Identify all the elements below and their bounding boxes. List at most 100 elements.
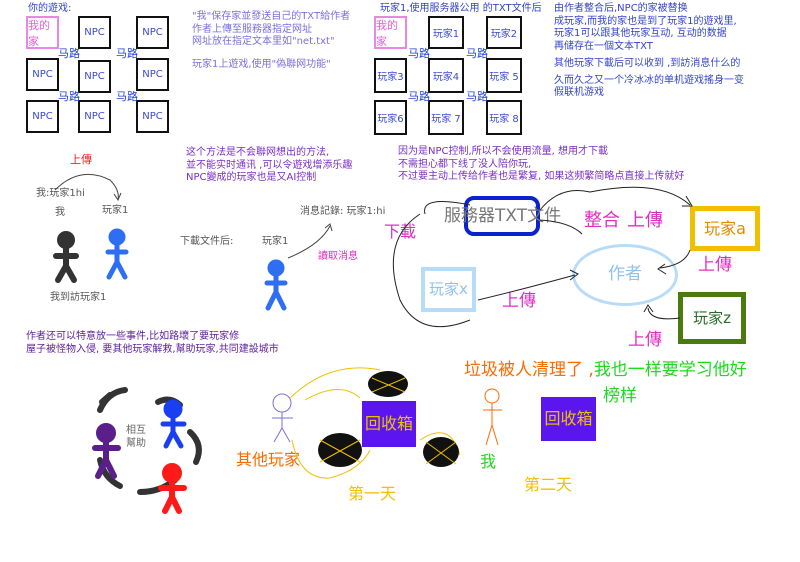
server-file-box: [464, 196, 540, 236]
note-offline-method: 这个方法是不会聯网想出的方法, 並不能实时通讯 ,可以令遊戏增添乐趣 NPC變成…: [186, 147, 352, 185]
note-line: 由作者整合后,NPC的家被替换: [554, 3, 688, 14]
read-message-label: 讀取消息: [318, 251, 358, 262]
home-box: 我的家: [26, 16, 59, 49]
me-stick-figure: [483, 388, 502, 446]
download-label: 下載: [384, 222, 417, 241]
visit-caption: 我到訪玩家1: [50, 292, 107, 303]
upload-label: 上傳: [502, 291, 536, 311]
player-box: 玩家1: [428, 16, 464, 49]
npc-box: NPC: [136, 100, 169, 133]
arrow-head: [324, 223, 333, 232]
player-a-box: 玩家a: [690, 206, 760, 251]
note-line: 再储存在一個文本TXT: [554, 40, 653, 52]
road-label: 马路: [116, 47, 138, 60]
npc-box: NPC: [136, 16, 169, 49]
note-line: 並不能实时通讯 ,可以令遊戏增添乐趣: [186, 159, 353, 171]
message-log: 消息記錄: 玩家1:hi: [300, 206, 386, 217]
note-integration: 由作者整合后,NPC的家被替换 成玩家,而我的家也是到了玩家1的遊戏里, 玩家1…: [554, 3, 744, 100]
road-label: 马路: [58, 90, 80, 103]
merge-label: 整合: [584, 210, 620, 231]
me-stick-figure: [53, 231, 79, 283]
note-npc-control: 因为是NPC控制,所以不会使用流量, 想用才下載 不需担心都下线了没人陪你玩, …: [398, 146, 684, 184]
player-box: 玩家 8: [486, 100, 522, 135]
note-line: 玩家1可以跟其他玩家互动, 互动的数据: [554, 28, 727, 39]
server-file-label: 服務器TXT文件: [444, 206, 562, 226]
player-z-box: 玩家z: [678, 292, 746, 344]
player1-label: 玩家1: [262, 236, 289, 247]
other-player-figure: [272, 393, 293, 443]
note-line: 这个方法是不会聯网想出的方法,: [186, 147, 330, 158]
note-line: 作者还可以特意放一些事件,比如路壞了要玩家修: [26, 331, 240, 342]
upload-label: 上傳: [628, 330, 662, 350]
npc-box: NPC: [78, 60, 111, 93]
player-box: 玩家2: [486, 16, 522, 49]
road-label: 马路: [466, 90, 488, 103]
player1-stick-figure: [105, 228, 129, 280]
left-grid-title: 你的遊戏:: [28, 3, 72, 14]
garbage-bag: [368, 371, 408, 397]
red-stick-figure: [158, 463, 187, 514]
note-line: 不需担心都下线了没人陪你玩,: [398, 158, 532, 170]
note-line: NPC變成的玩家也是又AI控制: [186, 172, 317, 183]
role-model-label: 榜样: [603, 386, 637, 406]
after-download-label: 下載文件后:: [180, 236, 234, 247]
note-line: 屋子被怪物入侵, 要其他玩家解救,幫助玩家,共同建設城市: [26, 343, 279, 355]
npc-box: NPC: [136, 58, 169, 91]
player1-label: 玩家1: [102, 205, 129, 216]
note-events: 作者还可以特意放一些事件,比如路壞了要玩家修 屋子被怪物入侵, 要其他玩家解救,…: [26, 331, 279, 356]
mutual-help-label: 相互 幫助: [126, 425, 146, 450]
arrow-head: [113, 192, 122, 202]
npc-box: NPC: [78, 16, 111, 49]
player-box: 玩家6: [374, 100, 407, 135]
npc-box: NPC: [26, 58, 59, 91]
day-two-label: 第二天: [524, 475, 573, 494]
garbage-bag: [318, 433, 362, 467]
garbage-bag: [423, 437, 459, 467]
npc-box: NPC: [26, 100, 59, 133]
upload-label: 上傳: [70, 153, 92, 166]
road-label: 马路: [466, 47, 488, 60]
note-line: 久而久之又一个冷冰冰的单机遊戏搖身一变: [554, 74, 744, 86]
home-box: 我的家: [374, 16, 407, 49]
road-label: 马路: [58, 47, 80, 60]
other-players-label: 其他玩家: [236, 450, 301, 469]
upload-label: 上傳: [698, 255, 732, 275]
note-line: 其他玩家下載后可以收到 ,到訪消息什么的: [554, 58, 741, 69]
note-line: 假联机游戏: [554, 87, 604, 98]
player-box: 玩家3: [374, 58, 407, 93]
player-box: 玩家4: [428, 58, 464, 93]
player1-stick-figure: [264, 259, 288, 311]
me-label: 我: [55, 207, 65, 218]
recycle-bin: 回收箱: [362, 401, 416, 447]
road-label: 马路: [408, 47, 430, 60]
me-label: 我: [480, 452, 497, 471]
read-message-arrow: [287, 225, 331, 259]
note-line: 玩家1上遊戏,使用"偽聯网功能": [192, 58, 331, 70]
recycle-bin: 回收箱: [541, 397, 596, 441]
player-box: 玩家 7: [428, 100, 464, 135]
caption-part: 垃圾被人清理了 ,: [464, 360, 594, 380]
road-label: 马路: [116, 90, 138, 103]
movement-paths: [289, 367, 461, 479]
npc-box: NPC: [78, 100, 111, 133]
day-one-label: 第一天: [348, 484, 397, 503]
purple-stick-figure: [92, 423, 121, 479]
note-line: 网址放在指定文本里如"net.txt": [192, 36, 335, 47]
caption-part: 我也一样要学习他好: [593, 360, 747, 380]
note-line: 相互: [126, 425, 146, 436]
note-line: "我"保存家並發送自己的TXT給作者: [192, 11, 351, 22]
note-line: 幫助: [126, 437, 146, 449]
note-author-upload: "我"保存家並發送自己的TXT給作者 作者上傳至服務器指定网址 网址放在指定文本…: [192, 11, 350, 71]
blue-stick-figure: [160, 399, 187, 449]
note-line: 不过要主动上传给作者也是繁复, 如果这频繁简略点直接上传就好: [398, 171, 685, 182]
note-line: 作者上傳至服務器指定网址: [192, 23, 312, 35]
note-line: 成玩家,而我的家也是到了玩家1的遊戏里,: [554, 15, 737, 27]
chat-message: 我:玩家1hi: [36, 188, 85, 199]
player-x-box: 玩家x: [421, 267, 476, 312]
cleaned-caption: 垃圾被人清理了 ,我也一样要学习他好: [464, 360, 747, 381]
right-grid-title: 玩家1,使用服务器公用 的TXT文件后: [380, 3, 542, 14]
upload-arrow: [54, 173, 119, 201]
player-box: 玩家 5: [486, 58, 522, 93]
upload-label: 上傳: [627, 210, 663, 231]
